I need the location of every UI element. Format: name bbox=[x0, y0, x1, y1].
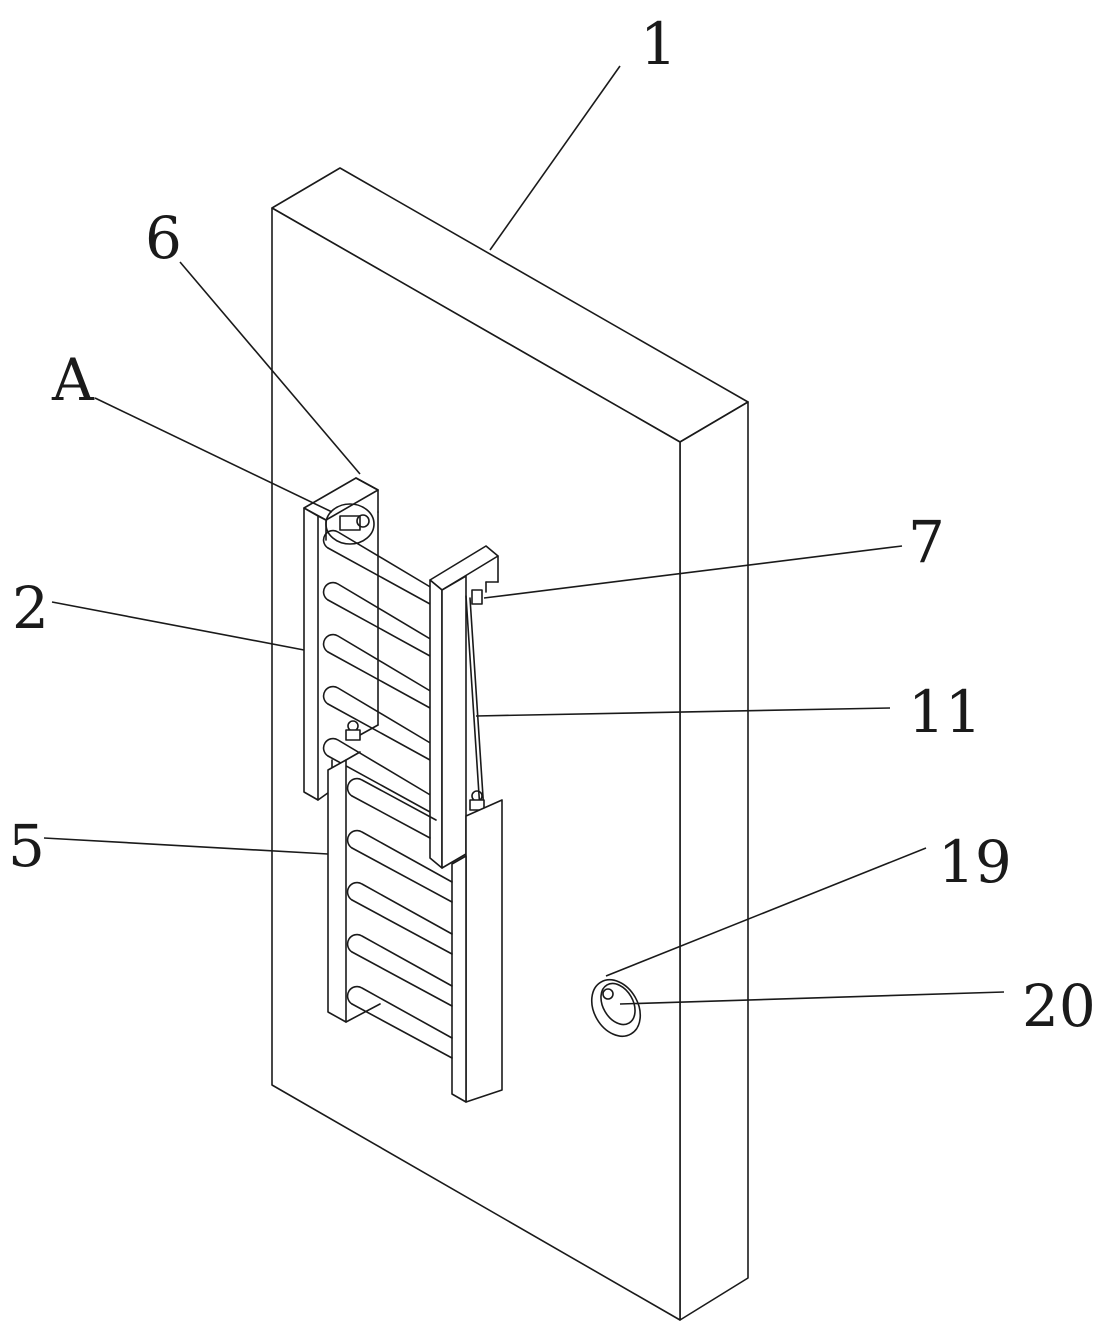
callout-6: 6 bbox=[145, 204, 182, 272]
lower-rungs bbox=[346, 777, 453, 1059]
mid-bolt bbox=[345, 720, 361, 741]
leader-lines bbox=[43, 65, 1005, 1005]
callout-2: 2 bbox=[12, 574, 49, 642]
callouts: 1 6 A 2 7 11 5 19 20 bbox=[8, 10, 1096, 1040]
wall-panel bbox=[271, 167, 749, 1321]
lower-ladder-frame bbox=[327, 751, 503, 1103]
callout-11: 11 bbox=[908, 678, 982, 746]
callout-a: A bbox=[51, 346, 95, 414]
top-bolt-assembly bbox=[325, 503, 375, 545]
callout-5: 5 bbox=[8, 812, 45, 880]
upper-ladder-frame bbox=[303, 477, 433, 813]
upper-rungs bbox=[322, 529, 433, 813]
callout-20: 20 bbox=[1022, 972, 1096, 1040]
callout-1: 1 bbox=[640, 10, 677, 78]
callout-7: 7 bbox=[908, 508, 945, 576]
wall-hook bbox=[590, 978, 642, 1038]
callout-19: 19 bbox=[938, 828, 1012, 896]
right-rail bbox=[429, 545, 499, 869]
